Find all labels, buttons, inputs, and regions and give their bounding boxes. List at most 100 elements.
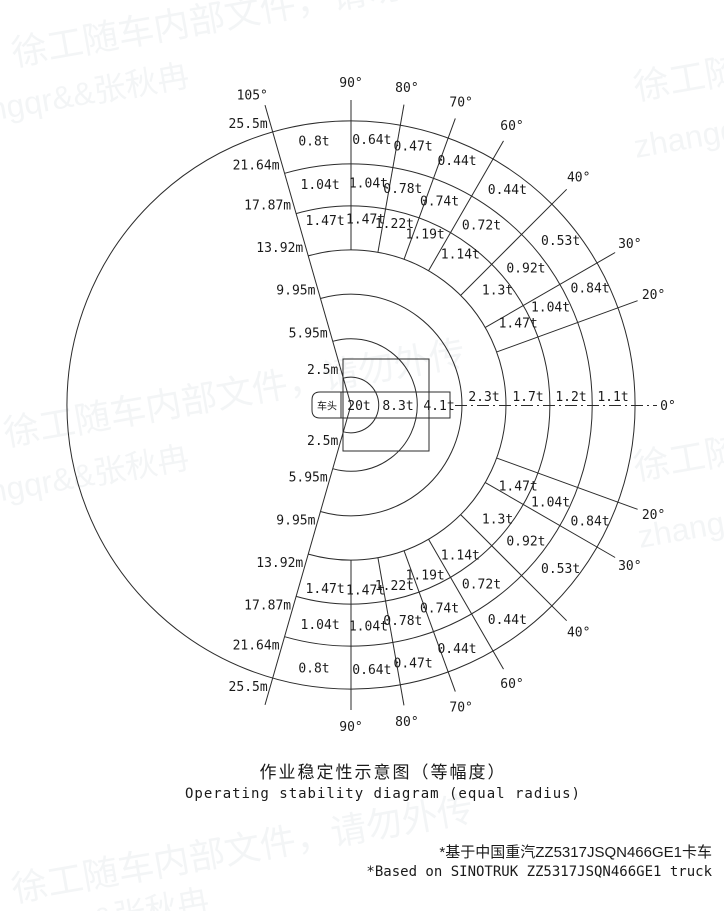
axis-capacity-value: 1.1t [597,390,628,405]
radius-label: 9.95m [276,283,315,298]
angle-line-80°-bottom [377,557,405,706]
truck-cab-label: 车头 [317,400,337,413]
radius-label: 2.5m [307,363,338,378]
angle-label-zero: 0° [660,399,676,414]
angle-line-40°-bottom [460,514,568,622]
radius-label: 9.95m [276,514,315,529]
sector-capacity-value: 0.47t [394,139,433,154]
angle-label: 30° [618,237,641,252]
angle-line-105°-top [264,104,352,406]
sector-capacity-value: 1.04t [301,178,340,193]
angle-line-80°-top [377,104,405,253]
sector-capacity-value: 0.74t [420,602,459,617]
sector-capacity-value: 0.53t [541,562,580,577]
watermark-text: 徐工随车内部文件，请勿外传 [8,0,476,74]
angle-label: 80° [395,81,418,96]
angle-label: 40° [567,170,590,185]
diagram-title-cn: 作业稳定性示意图（等幅度） [259,763,507,782]
angle-line-40°-top [460,188,568,296]
sector-capacity-value: 0.84t [571,281,610,296]
sector-capacity-value: 0.78t [383,614,422,629]
sector-capacity-value: 0.8t [298,135,329,150]
angle-label: 70° [449,95,472,110]
radius-label: 21.64m [233,158,280,173]
radius-label: 21.64m [233,639,280,654]
sector-capacity-value: 0.92t [506,535,545,550]
sector-capacity-value: 1.47t [346,213,385,228]
sector-capacity-value: 0.64t [352,133,391,148]
sector-capacity-value: 0.44t [488,183,527,198]
axis-capacity-value: 4.1t [423,399,454,414]
angle-line-70°-top [403,118,456,260]
radius-label: 5.95m [289,471,328,486]
sector-capacity-value: 1.3t [482,283,513,298]
angle-line-20°-bottom [496,457,638,510]
angle-label: 60° [500,677,523,692]
axis-capacity-value: 1.7t [512,390,543,405]
radius-label: 13.92m [256,556,303,571]
sector-capacity-value: 0.84t [571,515,610,530]
watermark-text: 徐工随车内部文件，请勿外传 [0,332,468,454]
axis-capacity-value: 8.3t [382,399,413,414]
angle-label: 60° [500,119,523,134]
axis-capacity-value: 20t [347,399,370,414]
radius-label: 17.87m [244,598,291,613]
angle-label: 80° [395,715,418,730]
sector-capacity-value: 0.92t [506,261,545,276]
angle-label: 40° [567,626,590,641]
watermark-text: 徐工随车内部文件，请勿外传 [630,0,724,108]
angle-label: 90° [339,720,362,735]
angle-line-20°-top [496,300,638,353]
sector-capacity-value: 0.78t [383,182,422,197]
sector-capacity-value: 1.47t [346,583,385,598]
sector-capacity-value: 0.72t [462,578,501,593]
footnote-truck-basis-cn: *基于中国重汽ZZ5317JSQN466GE1卡车 [439,844,712,861]
sector-capacity-value: 0.64t [352,663,391,678]
radius-label: 25.5m [229,117,268,132]
angle-label: 90° [339,76,362,91]
angle-line-30°-top [485,252,616,328]
sector-capacity-value: 1.04t [349,177,388,192]
angle-label: 105° [237,88,268,103]
sector-capacity-value: 0.44t [437,642,476,657]
sector-capacity-value: 0.72t [462,218,501,233]
sector-capacity-value: 1.04t [531,301,570,316]
diagram-footnote: *基于中国重汽ZZ5317JSQN466GE1卡车 *Based on SINO… [366,841,712,880]
diagram-title-en: Operating stability diagram (equal radiu… [184,786,581,802]
angle-line-60°-top [428,140,504,271]
sector-capacity-value: 1.14t [441,248,480,263]
angle-line-30°-bottom [485,482,616,558]
sector-capacity-value: 1.22t [375,579,414,594]
sector-capacity-value: 1.04t [349,619,388,634]
diagram-title: 作业稳定性示意图（等幅度） Operating stability diagra… [42,758,724,802]
sector-capacity-value: 0.44t [488,613,527,628]
sector-capacity-value: 1.04t [301,618,340,633]
radius-label: 25.5m [229,680,268,695]
sector-capacity-value: 1.3t [482,513,513,528]
watermark-text: 徐工随车内部文件，请勿外传 [630,366,724,488]
radius-label: 2.5m [307,434,338,449]
sector-capacity-value: 1.04t [531,495,570,510]
sector-capacity-value: 1.19t [406,569,445,584]
sector-capacity-value: 1.47t [306,214,345,229]
truck-cab-box [311,391,342,419]
sector-capacity-value: 1.47t [306,582,345,597]
radius-label: 5.95m [289,326,328,341]
truck-body-outline [342,358,430,452]
angle-line-70°-bottom [403,550,456,692]
sector-capacity-value: 0.74t [420,194,459,209]
angle-label: 20° [642,508,665,523]
sector-capacity-value: 1.14t [441,548,480,563]
sector-capacity-value: 0.44t [437,154,476,169]
axis-capacity-value: 1.2t [555,390,586,405]
axis-capacity-value: 2.3t [468,390,499,405]
angle-label: 70° [449,701,472,716]
watermark-text: zhangqr&&张秋冉 [0,439,192,519]
sector-capacity-value: 1.22t [375,217,414,232]
sector-capacity-value: 1.47t [499,480,538,495]
ring-arc-5.95m [332,338,418,472]
sector-capacity-value: 1.19t [406,227,445,242]
footnote-truck-basis-en: *Based on SINOTRUK ZZ5317JSQN466GE1 truc… [366,864,712,880]
radius-label: 13.92m [256,241,303,256]
